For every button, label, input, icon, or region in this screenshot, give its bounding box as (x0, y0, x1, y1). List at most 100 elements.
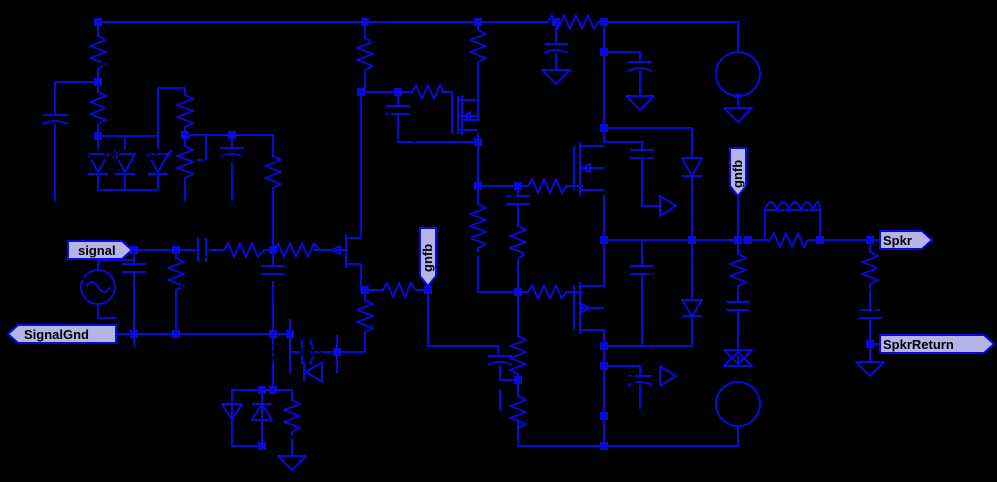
label-D7: D7 (148, 148, 165, 163)
label-C1: C1 (144, 269, 161, 284)
inductor-L1 (764, 201, 821, 211)
label-V2: V2 (752, 428, 768, 443)
label-R13-value: 200 (532, 302, 554, 317)
capacitor-C5 (627, 61, 653, 80)
label-C16-value: 68n (872, 304, 894, 319)
diode-D4 (681, 157, 703, 177)
jfet-J1 (331, 234, 361, 268)
label-C8: C8 (190, 222, 207, 237)
capacitor-C13 (386, 105, 410, 132)
resistor-R10 (509, 225, 527, 259)
resistor-R14 (382, 282, 416, 298)
mosfet-M1 (573, 142, 604, 196)
diode-D8 (109, 149, 136, 175)
label-R10: R10 (524, 244, 548, 259)
label-C3: C3 (648, 264, 665, 279)
label-C8-value: 1µ (204, 252, 219, 267)
resistor-vR18b (176, 145, 194, 182)
label-V3: V3 (714, 40, 730, 55)
label-SG-5: SG (266, 343, 281, 362)
label-SG-3: SG (225, 203, 240, 222)
mosfet-M3 (573, 282, 604, 334)
label-R4-value: 200 (286, 258, 308, 273)
label-D5: D5 (706, 302, 723, 317)
label-R2: R2 (104, 98, 121, 113)
capacitor-C16 (858, 309, 882, 330)
label-J1: J1 (346, 264, 360, 279)
transistors (331, 96, 604, 334)
resistor-R7 (469, 29, 487, 64)
capacitors (41, 43, 882, 394)
label-C17: C17 (754, 306, 778, 321)
label-R22: R22 (304, 402, 328, 417)
flag-signal (67, 240, 134, 260)
label-C6: C6 (620, 372, 637, 387)
resistor-R12 (527, 178, 567, 194)
label-SG-2: SG (178, 203, 193, 222)
ground-icon (723, 349, 753, 365)
label-R10-value: 1r (524, 264, 536, 279)
label-D5-type: D (698, 318, 707, 333)
capacitor-C11 (301, 339, 322, 365)
label-R12-value: 300 (538, 200, 560, 215)
capacitor-C7 (543, 43, 569, 62)
label-C2: C2 (644, 150, 661, 165)
resistor-R8 (509, 335, 527, 380)
capacitor-C12 (219, 135, 245, 178)
label-D1: D1 (198, 400, 215, 415)
flag-signal-label: signal (78, 243, 116, 258)
resistor-vR19 (469, 203, 487, 252)
voltage-sources: + + (80, 51, 761, 427)
label-R7-value: 51 (456, 46, 470, 61)
label-R13: R13 (548, 268, 572, 283)
diode-D1 (221, 403, 243, 421)
label-R20: R20 (792, 248, 816, 263)
label-R22-value: 8r2 (304, 426, 324, 441)
label-R8-value: 1k5 (526, 364, 548, 379)
net-flags (6, 147, 996, 354)
label-R18: R18 (750, 262, 774, 277)
label-V3-value: 25 (728, 68, 742, 83)
label-R1: R1 (104, 34, 121, 49)
label-C14-value: 330µ (462, 372, 491, 387)
label-R21: R21 (876, 262, 900, 277)
label-C5-value: 1m (606, 80, 625, 95)
label-red-leds: red leds (76, 188, 126, 203)
label-R11: R11 (562, 0, 585, 15)
label-R4: R4 (286, 226, 303, 241)
flag-spkrreturn (879, 334, 996, 354)
label-C4-value: 1µ (520, 212, 535, 227)
ground-icon (855, 361, 885, 377)
label-V1: V1 (70, 268, 86, 283)
label-R6-value: 1k (370, 58, 385, 73)
label-R11-value: 20 (570, 32, 584, 47)
label-vR19: vR19 (438, 212, 469, 227)
label-D4-type: D (698, 176, 707, 191)
ground-icon (541, 69, 571, 85)
label-M2-type: zvn2110a (480, 100, 538, 115)
resistor-R5 (356, 299, 374, 336)
label-C5: C5 (610, 54, 627, 69)
resistor-R18 (729, 253, 747, 290)
resistor-R13 (527, 284, 567, 300)
label-C11-value: 3m3 (296, 344, 322, 359)
label-R8: R8 (530, 340, 547, 355)
label-C10: C10 (274, 286, 298, 301)
label-C7-value: 330µ (514, 56, 543, 71)
flag-gnfb-2-label: gnfb (730, 160, 745, 188)
label-SG-4: SG (127, 379, 142, 398)
label-R6: R6 (370, 36, 387, 51)
flag-gnfb-2 (729, 147, 747, 198)
label-vR18-value: 3100 (196, 100, 225, 115)
label-R21-value: 5r (874, 286, 886, 301)
label-M2: M2 (480, 122, 498, 137)
diode-D2 (303, 361, 323, 383)
diode-D5 (681, 299, 703, 317)
resistor-vR18a (176, 94, 194, 130)
resistors (89, 14, 879, 436)
label-C3-value: 100n (644, 288, 674, 303)
diodes (87, 149, 703, 446)
label-C14: C14 (460, 347, 485, 362)
label-C17-value: 47n (754, 326, 776, 341)
label-D8: D8 (104, 148, 121, 163)
